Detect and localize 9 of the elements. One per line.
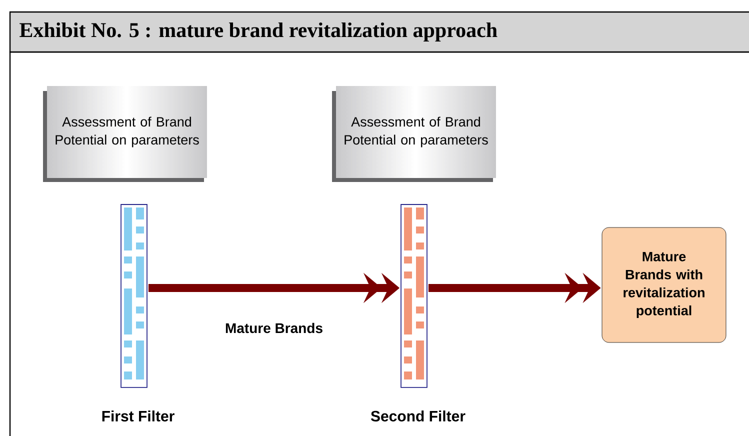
assessment-box: Assessment of Brand Potential on parameters	[332, 86, 496, 182]
assessment-box: Assessment of Brand Potential on parameters	[43, 86, 207, 182]
filter-label: First Filter	[102, 410, 174, 422]
filter-bar	[400, 204, 428, 388]
title-band: Exhibit No. 5 : mature brand revitalization approach	[9, 11, 749, 53]
filter-bar	[120, 204, 148, 388]
result-box: Mature Brands with revitalization potential	[602, 227, 726, 343]
filter-label: Second Filter	[370, 410, 466, 422]
edge-label: Mature Brands	[226, 322, 322, 334]
